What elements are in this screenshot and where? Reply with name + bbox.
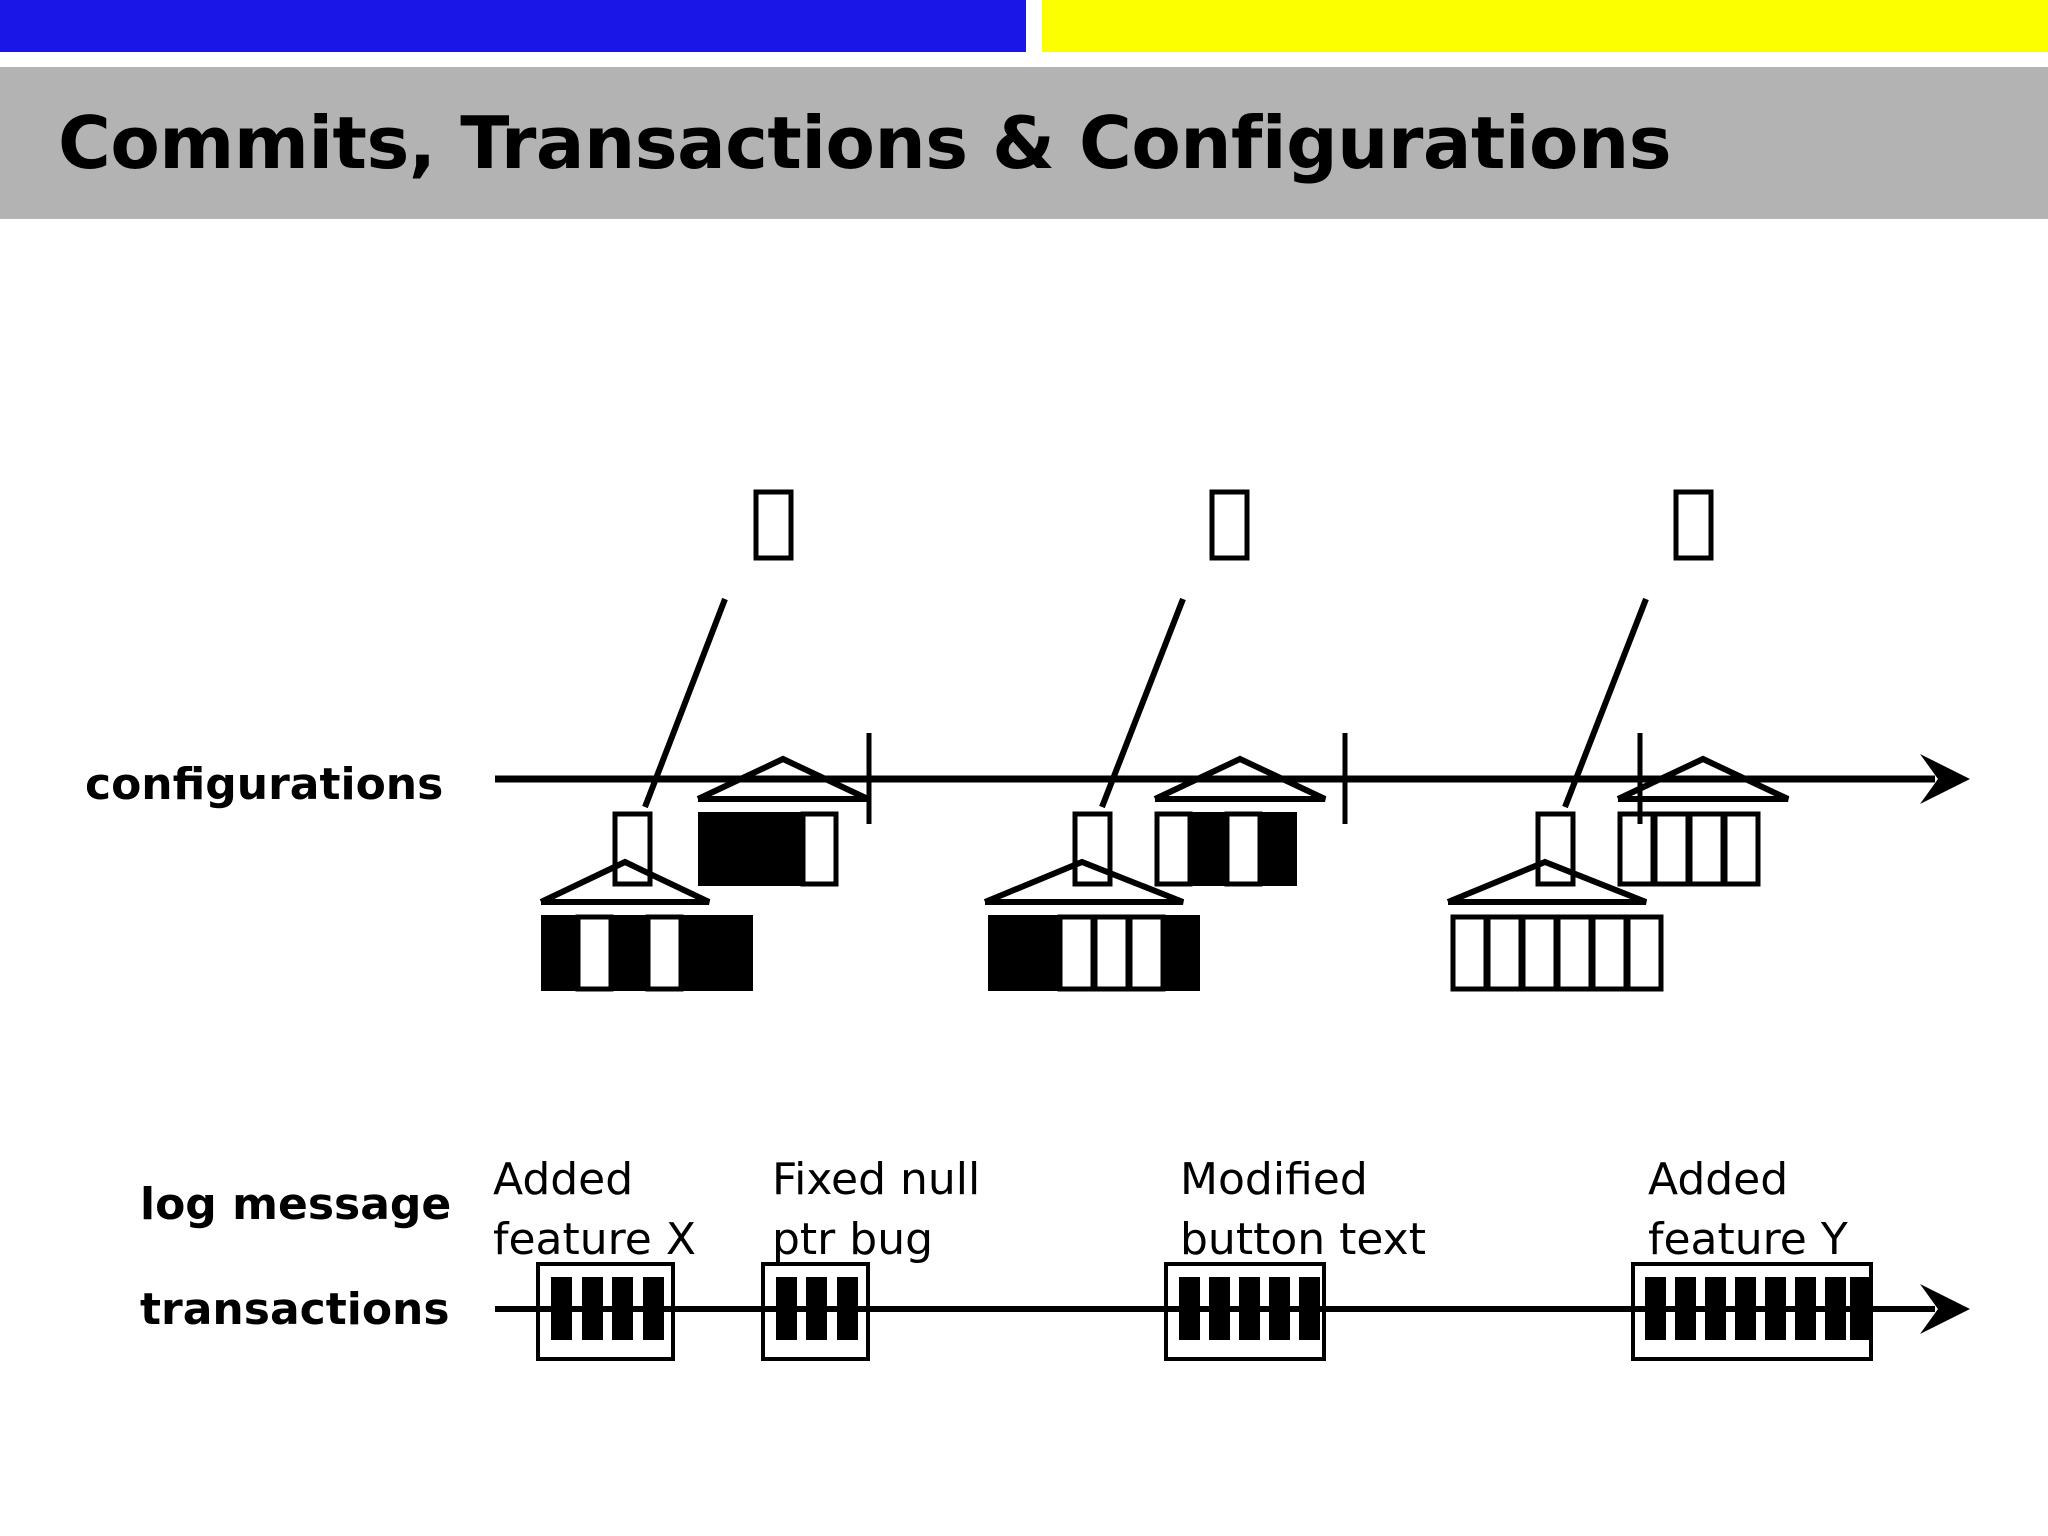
lower-temple-1 xyxy=(539,858,753,992)
temple-column xyxy=(1617,811,1656,887)
log-message-line2: ptr bug xyxy=(772,1214,933,1265)
temple-column xyxy=(1652,811,1691,887)
commit-tick xyxy=(1850,1277,1871,1340)
temple-column xyxy=(1590,914,1629,992)
commit-tick xyxy=(1825,1277,1846,1340)
commit-tick xyxy=(551,1277,572,1340)
page-title: Commits, Transactions & Configurations xyxy=(58,101,1672,185)
temple-column xyxy=(1224,811,1263,887)
commit-tick xyxy=(837,1277,858,1340)
temple-column xyxy=(1722,811,1761,887)
timeline-diagram: configurations log message transactions … xyxy=(0,219,2048,1536)
row-label-transactions: transactions xyxy=(140,1284,450,1335)
temple-column xyxy=(1190,812,1227,886)
log-message-line1: Modified xyxy=(1180,1154,1368,1205)
transaction-boundary xyxy=(761,1262,870,1361)
commit-tick xyxy=(1209,1277,1230,1340)
configuration-diagonal-line xyxy=(1099,597,1186,809)
upper-temple-3 xyxy=(1616,755,1790,887)
configurations-axis xyxy=(495,733,1970,824)
commit-tick xyxy=(1239,1277,1260,1340)
commit-tick xyxy=(1299,1277,1320,1340)
top-decoration-bars xyxy=(0,0,2048,52)
transactions-axis-arrow xyxy=(1920,1284,1970,1334)
transaction-box-1 xyxy=(536,1262,675,1361)
temple-column xyxy=(575,914,614,992)
configuration-top-column xyxy=(753,489,794,561)
temple-column xyxy=(1625,914,1664,992)
temple-column xyxy=(731,812,768,886)
temple-column xyxy=(1555,914,1594,992)
transaction-boundary xyxy=(1164,1262,1326,1361)
log-message-group-2: Fixed null ptr bug xyxy=(772,1154,980,1265)
commit-tick xyxy=(1675,1277,1696,1340)
commit-tick xyxy=(643,1277,664,1340)
temple-column xyxy=(1260,812,1297,886)
configuration-diagonal-line xyxy=(1562,597,1649,809)
temple-column xyxy=(716,915,753,991)
temple-roof xyxy=(1446,858,1648,905)
transaction-boundary xyxy=(536,1262,675,1361)
temple-column xyxy=(766,812,803,886)
log-message-line2: feature X xyxy=(493,1214,696,1265)
temple-column xyxy=(800,811,839,887)
configuration-top-column xyxy=(1209,489,1250,561)
commit-tick xyxy=(1179,1277,1200,1340)
commit-tick xyxy=(776,1277,797,1340)
temple-column xyxy=(1450,914,1489,992)
blue-accent-bar xyxy=(0,0,1026,52)
commit-tick xyxy=(612,1277,633,1340)
log-message-group-4: Added feature Y xyxy=(1648,1154,1848,1265)
slide-title-band: Commits, Transactions & Configurations xyxy=(0,67,2048,219)
temple-column xyxy=(541,915,578,991)
transaction-box-4 xyxy=(1631,1262,1873,1361)
lower-temple-2 xyxy=(983,858,1200,992)
temple-column xyxy=(1127,914,1166,992)
log-message-line1: Fixed null xyxy=(772,1154,980,1205)
log-message-line2: feature Y xyxy=(1648,1214,1848,1265)
temple-column xyxy=(988,915,1025,991)
log-message-group-1: Added feature X xyxy=(493,1154,696,1265)
commit-tick xyxy=(1645,1277,1666,1340)
commit-tick xyxy=(1765,1277,1786,1340)
log-message-group-3: Modified button text xyxy=(1180,1154,1426,1265)
commit-tick xyxy=(1269,1277,1290,1340)
transaction-box-2 xyxy=(761,1262,870,1361)
commit-tick xyxy=(582,1277,603,1340)
row-label-log-message: log message xyxy=(140,1179,451,1230)
temple-roof xyxy=(983,858,1185,905)
commit-tick xyxy=(1735,1277,1756,1340)
configuration-group-1 xyxy=(539,489,870,992)
configuration-group-2 xyxy=(983,489,1327,992)
commit-tick xyxy=(1705,1277,1726,1340)
log-message-line1: Added xyxy=(1648,1154,1788,1205)
log-message-line2: button text xyxy=(1180,1214,1426,1265)
temple-column xyxy=(1687,811,1726,887)
temple-column xyxy=(1163,915,1200,991)
temple-column xyxy=(1092,914,1131,992)
temple-column xyxy=(1057,914,1096,992)
temple-column xyxy=(611,915,648,991)
log-message-line1: Added xyxy=(493,1154,633,1205)
configuration-lone-column xyxy=(1535,811,1576,887)
row-label-configurations: configurations xyxy=(85,759,443,810)
temple-column xyxy=(1520,914,1559,992)
commit-tick xyxy=(1795,1277,1816,1340)
temple-column xyxy=(681,915,718,991)
configuration-group-3 xyxy=(1446,489,1790,992)
transaction-box-3 xyxy=(1164,1262,1326,1361)
yellow-accent-bar xyxy=(1042,0,2048,52)
configuration-diagonal-line xyxy=(642,597,728,809)
commit-tick xyxy=(806,1277,827,1340)
temple-roof xyxy=(539,858,711,905)
configurations-axis-arrow xyxy=(1920,754,1970,804)
configuration-top-column xyxy=(1673,489,1714,561)
temple-column xyxy=(645,914,684,992)
lower-temple-3 xyxy=(1446,858,1664,992)
temple-column xyxy=(1023,915,1060,991)
temple-column xyxy=(1485,914,1524,992)
temple-column xyxy=(698,812,735,886)
transactions-axis xyxy=(495,1262,1970,1361)
temple-column xyxy=(1154,811,1193,887)
